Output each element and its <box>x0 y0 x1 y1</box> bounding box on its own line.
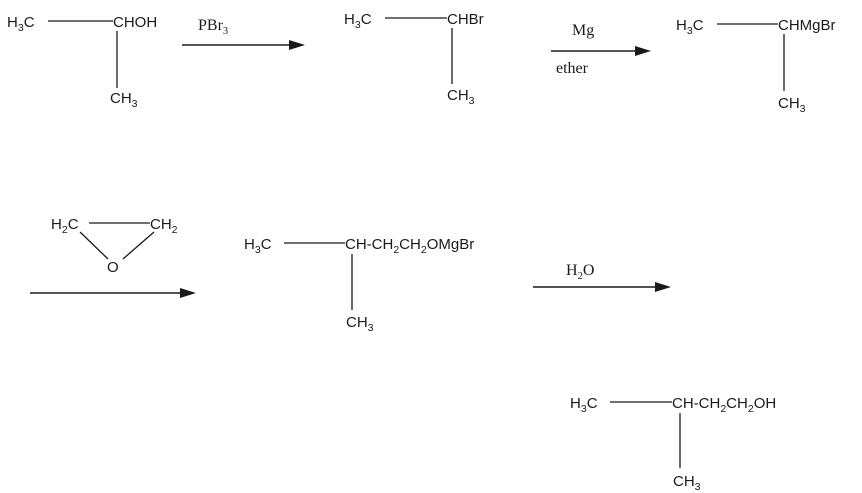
arrowhead-4 <box>655 282 671 292</box>
alkoxide-methyl-bottom: CH3 <box>346 314 374 334</box>
reagent-ether: ether <box>556 60 589 77</box>
molecule-isopropyl-bromide: H3C CHBr CH3 <box>344 11 484 107</box>
epoxide-co-bond-left <box>79 231 109 260</box>
reagent-pbr3: PBr3 <box>198 17 228 37</box>
product-methyl-left: H3C <box>570 395 598 415</box>
reagent-epoxide: H2C CH2 O <box>51 216 178 276</box>
reaction-arrow-mg-ether: Mg ether <box>551 22 651 77</box>
reagent-water: H2O <box>566 262 594 282</box>
bromide-methyl-bottom: CH3 <box>447 87 475 107</box>
molecule-alkoxide: H3C CH-CH2CH2OMgBr CH3 <box>244 236 474 334</box>
grignard-methyl-left: H3C <box>676 17 704 37</box>
reaction-arrow-water: H2O <box>533 262 671 292</box>
grignard-chmgbr-group: CHMgBr <box>778 17 836 34</box>
epoxide-oxygen: O <box>107 259 119 276</box>
epoxide-ch2-left: H2C <box>51 216 79 236</box>
molecule-grignard: H3C CHMgBr CH3 <box>676 17 836 115</box>
reaction-arrow-epoxide <box>30 288 196 298</box>
product-chain: CH-CH2CH2OH <box>672 395 776 415</box>
reagent-mg: Mg <box>572 22 594 39</box>
epoxide-ch2-right: CH2 <box>150 216 178 236</box>
bromide-methyl-left: H3C <box>344 11 372 31</box>
arrowhead-2 <box>635 46 651 56</box>
molecule-product: H3C CH-CH2CH2OH CH3 <box>570 395 776 493</box>
isopropanol-methyl-left: H3C <box>7 14 35 34</box>
arrowhead-3 <box>180 288 196 298</box>
reaction-arrow-pbr3: PBr3 <box>182 17 305 50</box>
bromide-chbr-group: CHBr <box>447 11 484 28</box>
isopropanol-methyl-bottom: CH3 <box>110 90 138 110</box>
grignard-methyl-bottom: CH3 <box>778 95 806 115</box>
molecule-isopropanol: H3C CHOH CH3 <box>7 14 157 110</box>
isopropanol-chohgroup: CHOH <box>113 14 157 31</box>
alkoxide-chain: CH-CH2CH2OMgBr <box>345 236 474 256</box>
arrowhead-1 <box>289 40 305 50</box>
epoxide-co-bond-right <box>122 231 155 260</box>
alkoxide-methyl-left: H3C <box>244 236 272 256</box>
product-methyl-bottom: CH3 <box>673 473 701 493</box>
